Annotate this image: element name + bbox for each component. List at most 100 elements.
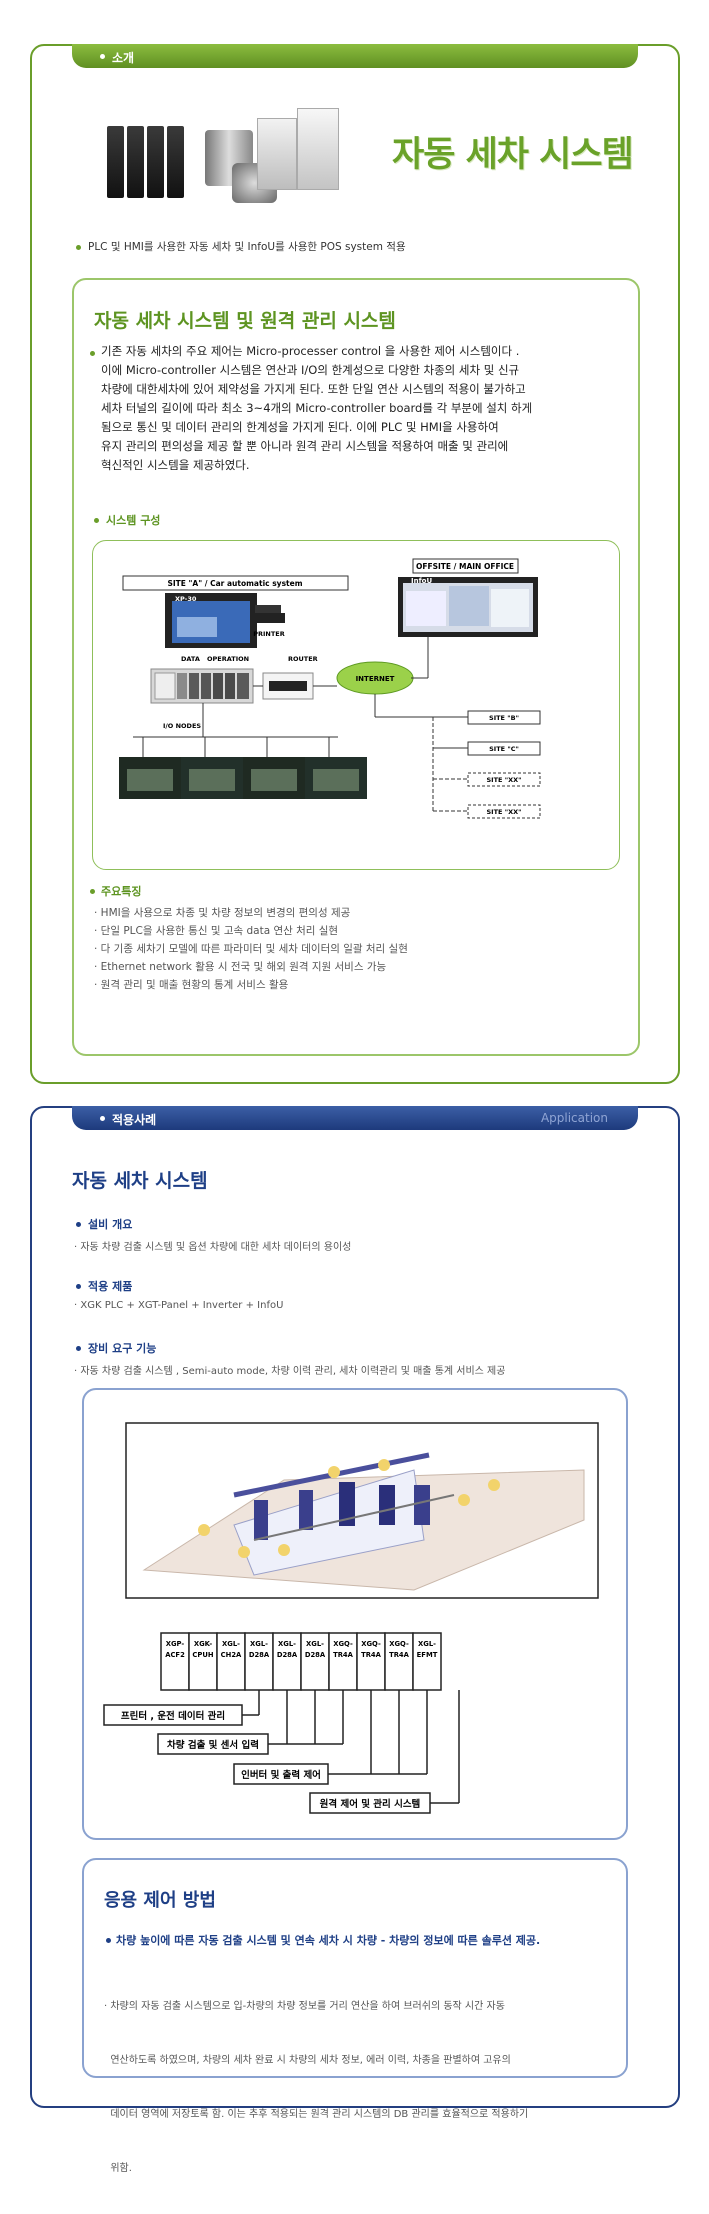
bullet-dot-icon xyxy=(100,1116,105,1121)
callout-label: 프린터 , 운전 데이터 관리 xyxy=(121,1710,225,1722)
bullet-dot-icon xyxy=(100,54,105,59)
bullet-dot-icon xyxy=(76,245,81,250)
features-label: 주요특징 xyxy=(101,885,142,898)
internet-label: INTERNET xyxy=(356,675,395,683)
router-label: ROUTER xyxy=(288,655,318,663)
data-label: DATA xyxy=(181,655,200,663)
plc-module-label: XGQ- xyxy=(389,1640,409,1648)
plc-module-label: XGL- xyxy=(222,1640,240,1648)
section-text: · 자동 차량 검출 시스템 , Semi-auto mode, 차량 이력 관… xyxy=(74,1366,506,1377)
operation-label: OPERATION xyxy=(207,655,249,663)
plc-module-label: CH2A xyxy=(221,1651,242,1659)
plc-module-box xyxy=(412,1632,442,1691)
plc-module-label: XGQ- xyxy=(333,1640,353,1648)
infou-label: InfoU xyxy=(411,577,432,585)
feature-item: · Ethernet network 활용 시 전국 및 해외 원격 지원 서비… xyxy=(94,961,387,973)
section-heading: 설비 개요 xyxy=(88,1218,133,1231)
feature-item: · 원격 관리 및 매출 현황의 통계 서비스 활용 xyxy=(94,979,289,991)
hero-title: 자동 세차 시스템 xyxy=(392,135,634,175)
intro-subtitle: PLC 및 HMI를 사용한 자동 세차 및 InfoU를 사용한 POS sy… xyxy=(88,241,406,253)
plc-module-label: XGL- xyxy=(278,1640,296,1648)
system-diagram: SITE "A" / Car automatic system OFFSITE … xyxy=(92,540,620,870)
feature-item: · 단일 PLC을 사용한 통신 및 고속 data 연산 처리 실현 xyxy=(94,925,339,937)
bullet-dot-icon xyxy=(76,1284,81,1289)
feature-item: · HMI을 사용으로 차종 및 차량 정보의 변경의 편의성 제공 xyxy=(94,907,351,919)
site-xx-label: SITE "XX" xyxy=(486,776,521,784)
printer-label: PRINTER xyxy=(253,630,285,638)
site-a-label: SITE "A" / Car automatic system xyxy=(167,579,302,588)
site-c-label: SITE "C" xyxy=(489,745,519,753)
application-title: 자동 세차 시스템 xyxy=(72,1170,208,1192)
feature-item: · 다 기종 세차기 모델에 따른 파라미터 및 세차 데이터의 일괄 처리 실… xyxy=(94,943,408,955)
control-title: 응용 제어 방법 xyxy=(104,1890,216,1911)
callout-label: 원격 제어 및 관리 시스템 xyxy=(320,1798,421,1810)
description-line: 됨으로 통신 및 데이터 관리의 한계성을 가지게 된다. 이에 PLC 및 H… xyxy=(101,420,499,434)
control-description: · 차량의 자동 검출 시스템으로 입-차량의 차량 정보를 거리 연산을 하여… xyxy=(104,1962,619,2214)
plc-module-box xyxy=(356,1632,386,1691)
plc-module-label: EFMT xyxy=(417,1651,438,1659)
control-bullet: 차량 높이에 따른 자동 검출 시스템 및 연속 세차 시 차량 - 차량의 정… xyxy=(116,1934,541,1947)
control-desc-line: · 차량의 자동 검출 시스템으로 입-차량의 차량 정보를 거리 연산을 하여… xyxy=(104,2001,505,2012)
bullet-dot-icon xyxy=(90,351,95,356)
application-panel: 적용사례 Application 자동 세차 시스템 설비 개요 · 자동 차량… xyxy=(30,1106,680,2174)
intro-header-bar: 소개 xyxy=(72,44,638,68)
plc-module-label: XGL- xyxy=(418,1640,436,1648)
plc-module-box xyxy=(216,1632,246,1691)
features-list: · HMI을 사용으로 차종 및 차량 정보의 변경의 편의성 제공 · 단일 … xyxy=(94,905,624,995)
bullet-dot-icon xyxy=(76,1222,81,1227)
plc-module-label: D28A xyxy=(277,1651,298,1659)
section-heading: 장비 요구 기능 xyxy=(88,1342,157,1355)
control-desc-line: 위함. xyxy=(104,2163,132,2174)
intro-panel: 소개 자동 세차 시스템 PLC 및 HMI를 사용한 자동 세차 및 Info… xyxy=(30,44,680,1084)
plc-module-label: TR4A xyxy=(333,1651,354,1659)
bullet-dot-icon xyxy=(76,1346,81,1351)
plc-module-label: TR4A xyxy=(389,1651,410,1659)
offsite-label: OFFSITE / MAIN OFFICE xyxy=(416,562,514,571)
carwash-diagram-box: XGP- ACF2 XGK- CPUH XGL- CH2A XGL- D28A XGL- D28A… xyxy=(82,1388,628,1840)
plc-module-label: TR4A xyxy=(361,1651,382,1659)
plc-module-box xyxy=(188,1632,218,1691)
plc-module-label: XGK- xyxy=(194,1640,212,1648)
description-line: 기존 자동 세차의 주요 제어는 Micro-processer control… xyxy=(101,344,520,358)
site-xx-label: SITE "XX" xyxy=(486,808,521,816)
plc-module-label: XGQ- xyxy=(361,1640,381,1648)
callout-label: 인버터 및 출력 제어 xyxy=(241,1769,321,1781)
description-line: 유지 관리의 편의성을 제공 할 뿐 아니라 원격 관리 시스템을 적용하여 매… xyxy=(101,439,509,453)
plc-module-box xyxy=(384,1632,414,1691)
section-title: 자동 세차 시스템 및 원격 관리 시스템 xyxy=(94,310,396,332)
bullet-dot-icon xyxy=(94,518,99,523)
plc-module-label: D28A xyxy=(305,1651,326,1659)
system-description-box: 자동 세차 시스템 및 원격 관리 시스템 기존 자동 세차의 주요 제어는 M… xyxy=(72,278,640,1056)
application-bar-label-en: Application xyxy=(540,1111,608,1125)
bullet-dot-icon xyxy=(90,889,95,894)
control-desc-line: 데이터 영역에 저장토록 함. 이는 추후 적용되는 원격 관리 시스템의 DB… xyxy=(104,2109,529,2120)
plc-module-label: ACF2 xyxy=(165,1651,185,1659)
callout-label: 차량 검출 및 센서 입력 xyxy=(167,1739,259,1751)
product-image xyxy=(107,108,347,213)
description-line: 혁신적인 시스템을 제공하였다. xyxy=(101,458,250,472)
system-config-label: 시스템 구성 xyxy=(106,514,161,527)
plc-module-label: CPUH xyxy=(192,1651,213,1659)
description-line: 차량에 대한세차에 있어 제약성을 가지게 된다. 또한 단일 연산 시스템의 … xyxy=(101,382,526,396)
section-text: · XGK PLC + XGT-Panel + Inverter + InfoU xyxy=(74,1300,284,1311)
control-desc-line: 연산하도록 하였으며, 차량의 세차 완료 시 차량의 세차 정보, 에러 이력… xyxy=(104,2055,511,2066)
control-method-box: 응용 제어 방법 차량 높이에 따른 자동 검출 시스템 및 연속 세차 시 차… xyxy=(82,1858,628,2174)
section-text: · 자동 차량 검출 시스템 및 옵션 차량에 대한 세차 데이터의 용이성 xyxy=(74,1242,352,1253)
intro-bar-label: 소개 xyxy=(112,51,135,65)
bullet-dot-icon xyxy=(106,1938,111,1943)
plc-module-label: XGL- xyxy=(306,1640,324,1648)
plc-module-label: XGL- xyxy=(250,1640,268,1648)
xp30-label: XP-30 xyxy=(175,595,197,603)
plc-module-box xyxy=(160,1632,190,1691)
plc-module-label: XGP- xyxy=(166,1640,185,1648)
application-header-bar: 적용사례 Application xyxy=(72,1106,638,1130)
plc-module-label: D28A xyxy=(249,1651,270,1659)
plc-module-box xyxy=(300,1632,330,1691)
site-b-label: SITE "B" xyxy=(489,714,519,722)
description-text: 기존 자동 세차의 주요 제어는 Micro-processer control… xyxy=(101,342,636,475)
application-bar-label: 적용사례 xyxy=(112,1113,157,1127)
io-nodes-label: I/O NODES xyxy=(163,722,201,730)
section-heading: 적용 제품 xyxy=(88,1280,133,1293)
description-line: 이에 Micro-controller 시스템은 연산과 I/O의 한계성으로 … xyxy=(101,363,520,377)
description-line: 세차 터널의 길이에 따라 최소 3~4개의 Micro-controller … xyxy=(101,401,533,415)
